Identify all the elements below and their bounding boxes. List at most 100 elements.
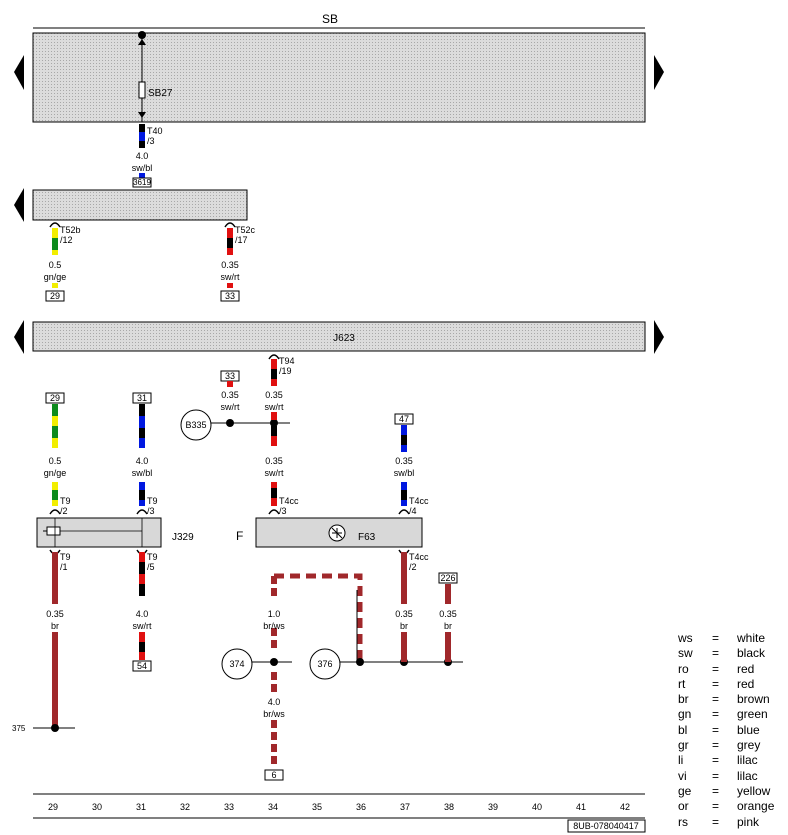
ground-point-b335[interactable]: [180, 409, 212, 441]
wire-t52b-size: 0.5: [49, 260, 62, 270]
legend-color-name: brown: [737, 692, 770, 707]
ref-box-29a[interactable]: [45, 290, 65, 302]
wire-col29-br-lower[interactable]: [52, 632, 58, 728]
legend-color-name: red: [737, 676, 755, 691]
ground-point-374[interactable]: [221, 648, 253, 680]
wire-col29-br-upper[interactable]: [52, 552, 58, 604]
legend-equals: =: [712, 799, 720, 814]
sb-right-arrow-icon[interactable]: [654, 55, 664, 90]
wire-col37-0-35-sw-bl[interactable]: [401, 425, 407, 506]
legend-color-name: pink: [737, 814, 760, 829]
ref-226-text: 226: [440, 573, 455, 583]
column-number: 38: [444, 802, 454, 812]
conn-t40-name: T40: [147, 126, 163, 136]
conn-t9-1-name: T9: [60, 552, 71, 562]
legend-row: rs=pink: [678, 815, 774, 830]
ref-33a-text: 33: [225, 291, 235, 301]
column-number: 41: [576, 802, 586, 812]
conn-t4cc-2-pin: /2: [409, 562, 417, 572]
conn-t9-5-pin: /5: [147, 562, 155, 572]
legend-row: gr = grey: [678, 738, 774, 753]
conn-t52b-pin: /12: [60, 235, 73, 245]
j329-label: J329: [172, 532, 194, 543]
j329-switch-icon: [46, 526, 61, 536]
wire-col37-size: 0.35: [395, 456, 413, 466]
legend-row: gn=green: [678, 707, 774, 722]
wire-t94-0-35-sw-rt[interactable]: [271, 359, 277, 386]
conn-t4cc-3-name: T4cc: [279, 496, 299, 506]
legend-equals: =: [712, 738, 720, 753]
sb-left-arrow-icon[interactable]: [14, 55, 24, 90]
wire-col37-color: sw/bl: [394, 468, 415, 478]
ground-point-376[interactable]: [309, 648, 341, 680]
wire-col34-brws2-size: 4.0: [268, 697, 281, 707]
wire-br-ws-dashed-loop[interactable]: [274, 573, 363, 662]
wire-t40-4-0-sw-bl[interactable]: [139, 124, 145, 148]
wire-col31-4-0-sw-rt[interactable]: [139, 552, 145, 660]
legend-color-name: black: [737, 646, 766, 661]
legend-row: or=orange: [678, 799, 774, 814]
fuse-arrow-down-icon: [138, 112, 146, 118]
conn-t52c-pin: /17: [235, 235, 248, 245]
wire-t52b-0-5-gn-ge[interactable]: [52, 228, 58, 255]
ref-33b-text: 33: [225, 371, 235, 381]
wire-col31-swrt-color: sw/rt: [133, 621, 152, 631]
legend-equals: =: [712, 814, 720, 829]
conn-t9-3-name: T9: [147, 496, 158, 506]
wire-col34-brws2-color: br/ws: [263, 709, 285, 719]
column-number: 36: [356, 802, 366, 812]
ref-box-226[interactable]: [438, 572, 458, 584]
ref-box-47[interactable]: [394, 413, 414, 425]
ref-box-33a[interactable]: [220, 290, 240, 302]
wire-col31-4-0-sw-bl[interactable]: [139, 404, 145, 506]
ref-3619-text: 3619: [133, 178, 151, 187]
wire-col29-0-5-gn-ge[interactable]: [52, 404, 58, 506]
wire-col34-color: sw/rt: [265, 468, 284, 478]
wire-col31-color: sw/bl: [132, 468, 153, 478]
ref-box-31[interactable]: [132, 392, 152, 404]
conn-t9-5-name: T9: [147, 552, 158, 562]
legend-color-name: red: [737, 661, 755, 676]
column-number: 39: [488, 802, 498, 812]
wire-col38-br-upper[interactable]: [445, 584, 451, 604]
left-bar-arrow-icon[interactable]: [14, 188, 24, 222]
legend-color-name: yellow: [737, 783, 771, 798]
sb-title: SB: [322, 12, 338, 26]
column-number: 42: [620, 802, 630, 812]
conn-t9-2-pin: /2: [60, 506, 68, 516]
legend-color-name: green: [737, 707, 768, 722]
wire-col29-color: gn/ge: [44, 468, 67, 478]
footer-code-box: [567, 819, 646, 833]
legend-row: ro=red: [678, 662, 774, 677]
wire-col31-size: 4.0: [136, 456, 149, 466]
legend-color-name: grey: [737, 738, 761, 753]
wire-col34-0-35-sw-rt[interactable]: [271, 412, 277, 506]
ref-box-6[interactable]: [264, 769, 284, 781]
conn-t4cc-2-name: T4cc: [409, 552, 429, 562]
wire-col38-br-lower[interactable]: [445, 632, 451, 662]
ref-box-3619[interactable]: [132, 177, 152, 188]
conn-t52c-name: T52c: [235, 225, 256, 235]
j623-right-arrow-icon[interactable]: [654, 320, 664, 354]
ref-box-54[interactable]: [132, 660, 152, 672]
wire-col37-br-upper[interactable]: [401, 552, 407, 604]
ref-box-29b[interactable]: [45, 392, 65, 404]
legend-abbr: gr: [678, 738, 689, 753]
legend-equals: =: [712, 707, 720, 722]
conn-t52b-name: T52b: [60, 225, 81, 235]
j623-left-arrow-icon[interactable]: [14, 320, 24, 354]
wire-col37-br-lower[interactable]: [401, 632, 407, 662]
legend-abbr: ge: [678, 783, 692, 798]
wire-t52c-0-35-sw-rt[interactable]: [227, 228, 233, 255]
wire-col29-br-color: br: [51, 621, 59, 631]
wire-col37-br-size: 0.35: [395, 609, 413, 619]
wire-t52c-color: sw/rt: [221, 272, 240, 282]
column-number: 30: [92, 802, 102, 812]
wire-col34-br-ws[interactable]: [271, 576, 277, 764]
legend-row: ws=white: [678, 631, 774, 646]
legend-equals: =: [712, 692, 720, 707]
wire-col31-swrt-size: 4.0: [136, 609, 149, 619]
column-number: 40: [532, 802, 542, 812]
